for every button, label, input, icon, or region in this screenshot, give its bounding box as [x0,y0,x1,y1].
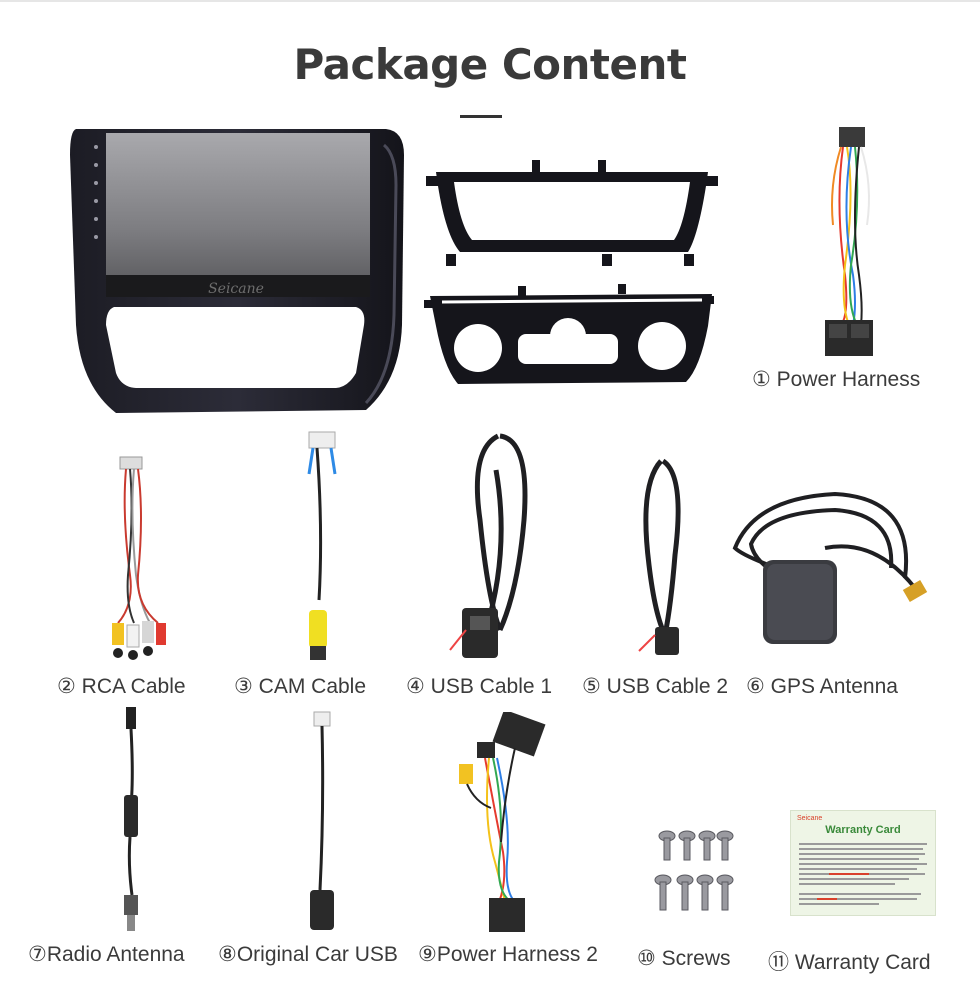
warranty-card-brand: Seicane [797,815,823,822]
page-title: Package Content [293,40,687,89]
label-radio-antenna: ⑦Radio Antenna [28,943,185,966]
label-rca-cable: ② RCA Cable [57,675,186,698]
label-cam-cable: ③ CAM Cable [234,675,367,698]
power-harness-2-image [455,712,555,937]
warranty-card-fine-print [799,843,927,905]
warranty-card-heading: Warranty Card [825,824,901,836]
radio-antenna-image [108,705,158,935]
gps-antenna-image [725,488,940,653]
power-harness-image [815,125,885,365]
head-unit-brand: Seicane [208,281,264,297]
usb-cable-2-image [625,455,695,660]
dash-frame-image [422,156,722,396]
screws-image [653,830,737,914]
title-underline [460,115,502,118]
label-power-harness: ① Power Harness [752,368,921,391]
cam-cable-image [295,430,355,665]
label-power-harness-2: ⑨Power Harness 2 [418,943,598,966]
label-usb-cable-2: ⑤ USB Cable 2 [582,675,729,698]
usb-cable-1-image [440,430,550,665]
rca-cable-image [100,455,170,665]
label-original-car-usb: ⑧Original Car USB [218,943,398,966]
head-unit-image: Seicane [66,125,406,417]
label-screws: ⑩ Screws [637,947,731,970]
warranty-card-image: Seicane Warranty Card [790,810,936,916]
label-gps-antenna: ⑥ GPS Antenna [746,675,898,698]
top-divider [0,0,980,2]
label-usb-cable-1: ④ USB Cable 1 [406,675,553,698]
original-car-usb-image [300,710,345,935]
label-warranty-card: ⑪ Warranty Card [768,951,931,974]
